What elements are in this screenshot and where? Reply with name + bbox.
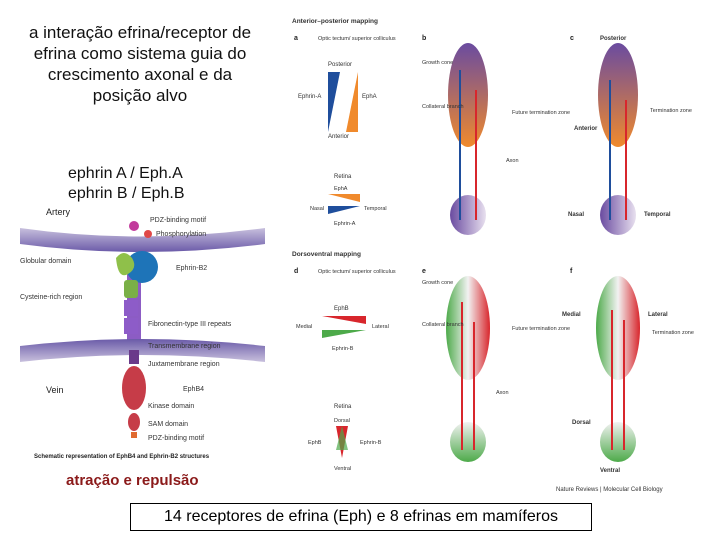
dv-growth-label: Growth cone — [422, 280, 453, 286]
c-nasal-label: Nasal — [568, 212, 584, 218]
ap-temporal-label: Temporal — [364, 206, 387, 212]
label-kinase: Kinase domain — [148, 403, 194, 410]
f-ventral-label: Ventral — [600, 468, 620, 474]
ap-retina-epha: EphA — [334, 186, 348, 192]
ligand-receptor-names: ephrin A / Eph.A ephrin B / Eph.B — [68, 164, 185, 204]
ap-collateral-label: Collateral branch — [422, 104, 464, 110]
panel-e-retina — [450, 422, 486, 462]
panel-c-letter: c — [570, 35, 574, 42]
dv-retina-ephrin — [336, 426, 348, 450]
ap-epha-label: EphA — [362, 94, 377, 100]
structure-caption: Schematic representation of EphB4 and Ep… — [34, 454, 210, 460]
ap-nasal-label: Nasal — [310, 206, 324, 212]
c-temporal-label: Temporal — [644, 212, 671, 218]
vein-membrane — [20, 339, 265, 362]
ephb4-ligand-binding — [116, 253, 135, 276]
dv-future-label: Future termination zone — [512, 326, 570, 332]
panel-c-retina — [600, 195, 636, 235]
ap-anterior-label: Anterior — [328, 134, 349, 140]
dv-dorsal-label: Dorsal — [334, 418, 350, 424]
dv-ephrin-b-label: Ephrin-B — [332, 346, 354, 352]
label-ephb4: EphB4 — [183, 386, 204, 393]
panel-f-letter: f — [570, 268, 573, 275]
dv-ephb-label: EphB — [334, 306, 349, 312]
pdz-motif-mark — [129, 221, 139, 231]
label-juxtamembrane: Juxtamembrane region — [148, 361, 220, 368]
f-termination-label: Termination zone — [652, 330, 694, 336]
label-transmembrane: Transmembrane region — [148, 343, 221, 350]
ap-ephrin-a-label: Ephrin-A — [298, 94, 321, 100]
label-pdz-motif-2: PDZ-binding motif — [148, 435, 204, 442]
ap-growth-label: Growth cone — [422, 60, 453, 66]
panel-b-tectum — [448, 43, 488, 147]
vein-label: Vein — [46, 385, 64, 395]
c-termination-label: Termination zone — [650, 108, 692, 114]
label-globular: Globular domain — [20, 258, 71, 265]
ap-posterior-label: Posterior — [328, 62, 352, 68]
dv-optic-label: Optic tectum/ superior colliculus — [318, 269, 396, 275]
dv-medial-label: Medial — [296, 324, 312, 330]
ephb4-pdz-motif — [131, 432, 137, 438]
f-lateral-label: Lateral — [648, 312, 668, 318]
attraction-repulsion-label: atração e repulsão — [66, 472, 199, 489]
dv-retina-ephb-label: EphB — [308, 440, 322, 446]
dv-collateral-label: Collateral branch — [422, 322, 464, 328]
kinase-domain — [122, 366, 146, 410]
eph-ephrin-structure-figure: Artery Vein PDZ-binding motif Phosphoryl… — [20, 207, 265, 460]
panel-c-tectum — [598, 43, 638, 147]
slide-title: a interação efrina/receptor de efrina co… — [28, 23, 252, 105]
panel-e-letter: e — [422, 268, 426, 275]
ap-axon-label: Axon — [506, 158, 519, 164]
transmembrane — [129, 350, 139, 364]
ap-retina-ephrin: Ephrin-A — [334, 221, 356, 227]
dv-ephrin-gradient — [322, 330, 366, 338]
ap-retina-ephrin-gradient — [328, 206, 360, 214]
panel-b-letter: b — [422, 35, 426, 42]
ap-optic-label: Optic tectum/ superior colliculus — [318, 36, 396, 42]
f-medial-label: Medial — [562, 312, 581, 318]
retinotectal-mapping-figure: Anterior–posterior mapping a b c Optic t… — [292, 18, 694, 474]
label-sam: SAM domain — [148, 421, 188, 428]
figure-credit: Nature Reviews | Molecular Cell Biology — [556, 487, 663, 493]
dv-lateral-label: Lateral — [372, 324, 389, 330]
dv-ephb-gradient — [322, 316, 366, 324]
label-fibronectin: Fibronectin-type III repeats — [148, 321, 232, 328]
panel-f-tectum — [596, 276, 640, 380]
artery-label: Artery — [46, 207, 71, 217]
ap-ephrin-gradient — [328, 72, 340, 132]
ap-epha-gradient — [346, 72, 358, 132]
ap-future-label: Future termination zone — [512, 110, 570, 116]
panel-a-letter: a — [294, 35, 298, 42]
dv-axon-label: Axon — [496, 390, 509, 396]
ap-heading: Anterior–posterior mapping — [292, 18, 378, 25]
dv-ventral-label: Ventral — [334, 466, 351, 472]
sam-domain — [128, 413, 140, 431]
dv-heading: Dorsoventral mapping — [292, 251, 361, 258]
ap-retina-label: Retina — [334, 174, 352, 180]
label-ephrin-b2: Ephrin-B2 — [176, 265, 207, 272]
dv-retina-label: Retina — [334, 404, 352, 410]
phospho-mark — [144, 230, 152, 238]
ephrin-b-name: ephrin B / Eph.B — [68, 185, 185, 202]
ephrin-b2-globular — [126, 251, 158, 283]
panel-b-retina — [450, 195, 486, 235]
c-posterior-label: Posterior — [600, 36, 627, 42]
footer-box: 14 receptores de efrina (Eph) e 8 efrina… — [130, 503, 592, 531]
panel-f-retina — [600, 422, 636, 462]
label-phosphorylation: Phosphorylation — [156, 231, 206, 238]
ephb4-cysteine-rich — [124, 280, 138, 298]
f-dorsal-label: Dorsal — [572, 420, 591, 426]
ephb4-fibronectin-2 — [124, 318, 138, 334]
dv-retina-ephrin-label: Ephrin-B — [360, 440, 382, 446]
ephrin-a-name: ephrin A / Eph.A — [68, 165, 183, 182]
panel-d-letter: d — [294, 268, 298, 275]
ephb4-fibronectin-1 — [124, 300, 138, 316]
artery-membrane — [20, 228, 265, 252]
label-cysteine: Cysteine-rich region — [20, 294, 82, 301]
label-pdz-motif: PDZ-binding motif — [150, 217, 206, 224]
c-anterior-label: Anterior — [574, 126, 598, 132]
ap-retina-epha-gradient — [328, 194, 360, 202]
panel-e-tectum — [446, 276, 490, 380]
